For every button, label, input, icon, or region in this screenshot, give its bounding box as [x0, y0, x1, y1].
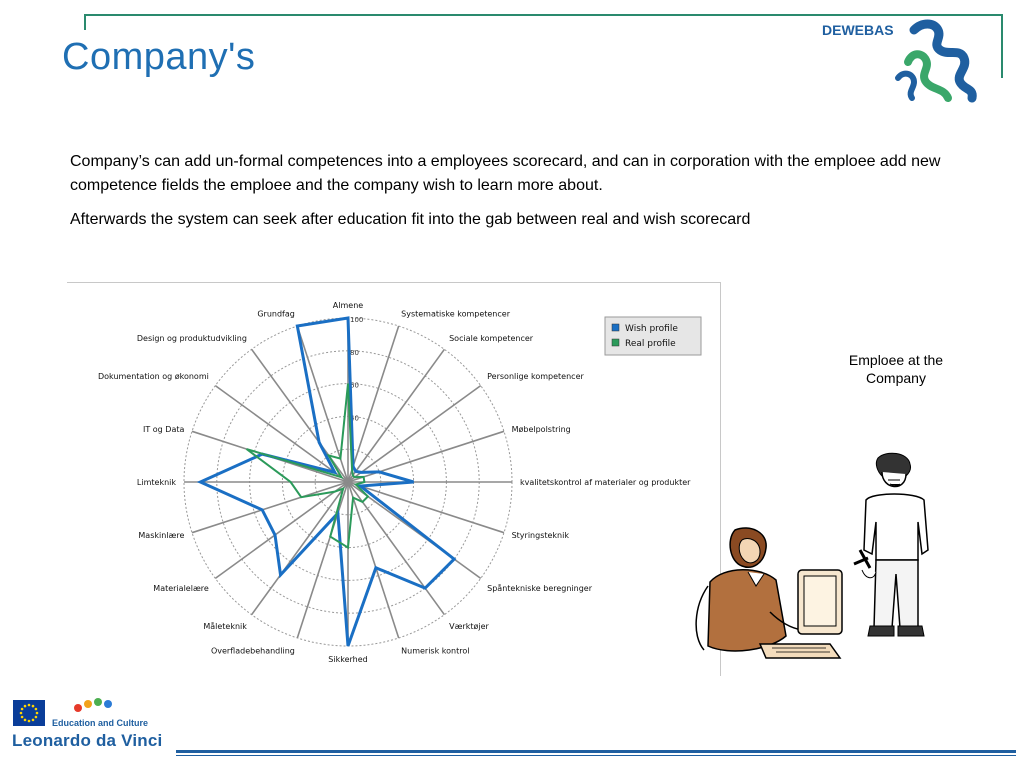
chart-border-top [67, 282, 721, 283]
eu-star [20, 707, 24, 711]
chart-border-right [720, 282, 721, 676]
axis-spoke [347, 481, 400, 639]
category-label: Værktøjer [449, 622, 489, 631]
category-label: Spåntekniske beregninger [487, 583, 593, 593]
axis-spoke [347, 430, 505, 483]
category-label: kvalitetskontrol af materialer og produk… [520, 478, 691, 487]
axis-spoke [214, 384, 349, 483]
tick-label: 100 [350, 316, 363, 324]
tick-label: 40 [350, 414, 359, 422]
legend-label: Wish profile [625, 324, 678, 334]
logo-text: DEWEBAS [822, 22, 894, 38]
eu-star [23, 718, 27, 722]
paragraph-2: Afterwards the system can seek after edu… [70, 211, 751, 228]
real-profile-series [246, 383, 370, 550]
employee-illustration [853, 452, 929, 637]
footer-line [176, 750, 1016, 753]
legend-label: Real profile [625, 339, 676, 349]
legend-box [604, 316, 702, 356]
eu-star [27, 703, 31, 707]
category-label: IT og Data [143, 425, 185, 434]
frame-top-line [84, 14, 1002, 16]
eu-flag-icon [13, 700, 45, 726]
eu-star [31, 718, 35, 722]
category-label: Møbelpolstring [512, 425, 571, 434]
eu-star [35, 711, 39, 715]
category-label: Sociale kompetencer [449, 334, 534, 343]
legend-swatch [611, 338, 620, 347]
category-label: Materialelære [153, 584, 209, 593]
category-label: Dokumentation og økonomi [98, 372, 209, 381]
category-label: Almene [333, 301, 363, 310]
legend-swatch [611, 323, 620, 332]
tick-label: 80 [350, 349, 359, 357]
footer-title: Leonardo da Vinci [12, 731, 163, 750]
axis-spoke [347, 384, 482, 483]
axis-spoke [214, 481, 349, 580]
eu-star [34, 707, 38, 711]
education-culture-icon [74, 698, 112, 712]
axis-spoke [250, 481, 349, 616]
eu-star [20, 715, 24, 719]
category-label: Design og produktudvikling [137, 334, 247, 343]
category-label: Sikkerhed [328, 655, 367, 664]
eu-star [19, 711, 23, 715]
axis-spoke [296, 481, 349, 639]
axis-spoke [347, 481, 482, 580]
page-title: Company's [62, 36, 256, 78]
category-label: Systematiske kompetencer [401, 309, 511, 318]
wish-profile-series [196, 316, 457, 647]
category-label: Maskinlære [138, 531, 184, 540]
axis-spoke [347, 348, 446, 483]
frame-left-line [84, 14, 86, 30]
eu-star [23, 704, 27, 708]
dewebas-logo: DEWEBAS [822, 18, 992, 108]
axis-spoke [347, 481, 446, 616]
axis-spoke [347, 481, 505, 534]
eu-star [31, 704, 35, 708]
category-label: Limteknik [137, 478, 176, 487]
category-label: Styringsteknik [512, 531, 570, 540]
eu-star [27, 719, 31, 723]
axis-spoke [347, 325, 400, 483]
office-worker-illustration [695, 527, 843, 659]
footer-line-thin [176, 755, 1016, 756]
category-label: Numerisk kontrol [401, 647, 469, 656]
category-label: Grundfag [257, 309, 295, 318]
body-text: Company’s can add un-formal competences … [70, 150, 950, 242]
axis-spoke [296, 325, 349, 483]
frame-right-line [1001, 14, 1003, 78]
category-label: Overfladebehandling [211, 647, 295, 656]
eu-star [34, 715, 38, 719]
logo-swirl-icon [895, 19, 977, 103]
category-label: Måleteknik [203, 621, 247, 631]
eu-stars-icon [19, 703, 39, 723]
footer-subtitle: Education and Culture [52, 718, 149, 728]
category-label: Personlige kompetencer [487, 372, 584, 381]
paragraph-1: Company’s can add un-formal competences … [70, 153, 941, 194]
emploee-label: Emploee at the Company [848, 352, 944, 386]
tick-label: 60 [350, 382, 359, 390]
axis-spoke [191, 481, 349, 534]
